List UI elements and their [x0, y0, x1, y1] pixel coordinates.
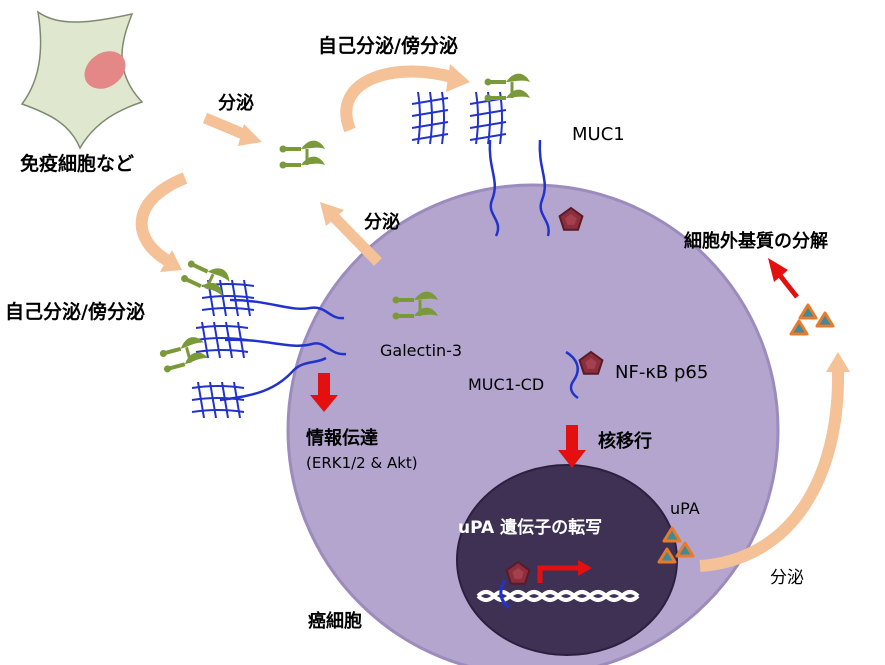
galectin-left-bottom-icon [155, 332, 211, 376]
ecm-triangle-icon [789, 319, 809, 336]
immune-cell [20, 10, 144, 150]
cancer-cell-label: 癌細胞 [308, 610, 362, 632]
transcription-arrow-icon [537, 565, 578, 583]
ecm-triangle-icon [798, 303, 818, 320]
autocrine-top-arrow-icon [340, 64, 470, 133]
galectin3-label: Galectin-3 [380, 341, 462, 360]
secretion-upa-label: 分泌 [770, 568, 804, 588]
galectin-secreted-icon [277, 138, 327, 171]
signaling-detail-label: (ERK1/2 & Akt) [306, 454, 418, 472]
transcription-arrowhead-icon [578, 560, 592, 576]
autocrine-left-arrow-icon [135, 172, 188, 272]
muc1-label: MUC1 [572, 124, 625, 145]
secretion-immune-arrow-icon [202, 112, 262, 146]
autocrine-left-label: 自己分泌/傍分泌 [5, 300, 145, 323]
ecm-degradation-label: 細胞外基質の分解 [684, 230, 828, 252]
nuclear-translocation-arrow-icon [558, 425, 586, 468]
autocrine-top-label: 自己分泌/傍分泌 [318, 34, 458, 57]
secretion-immune-label: 分泌 [218, 92, 254, 114]
muc1-receptors [411, 91, 550, 237]
nfkb-label: NF-κB p65 [615, 362, 708, 383]
upa-label: uPA [670, 499, 700, 518]
muc1-cd-label: MUC1-CD [468, 375, 544, 394]
ecm-degradation-arrow-icon [768, 258, 799, 299]
muc1-left-receptors [191, 279, 347, 419]
signaling-label: 情報伝達 [306, 427, 378, 449]
immune-cells-label: 免疫細胞など [20, 152, 134, 175]
galectin-top-icon [482, 71, 532, 104]
upa-secretion-arrow-icon [699, 352, 850, 572]
ecm-triangle-icon [815, 311, 835, 328]
muc1-cd-icon [565, 350, 579, 400]
secretion-cell-arrow-icon [320, 202, 382, 266]
nuclear-translocation-label: 核移行 [598, 430, 652, 452]
nucleus [456, 464, 678, 656]
secretion-cell-label: 分泌 [364, 211, 400, 233]
upa-transcription-label: uPA 遺伝子の転写 [458, 517, 602, 538]
galectin-left-top-icon [177, 252, 235, 302]
dna-strand [476, 579, 640, 610]
signaling-arrow-icon [310, 373, 338, 412]
